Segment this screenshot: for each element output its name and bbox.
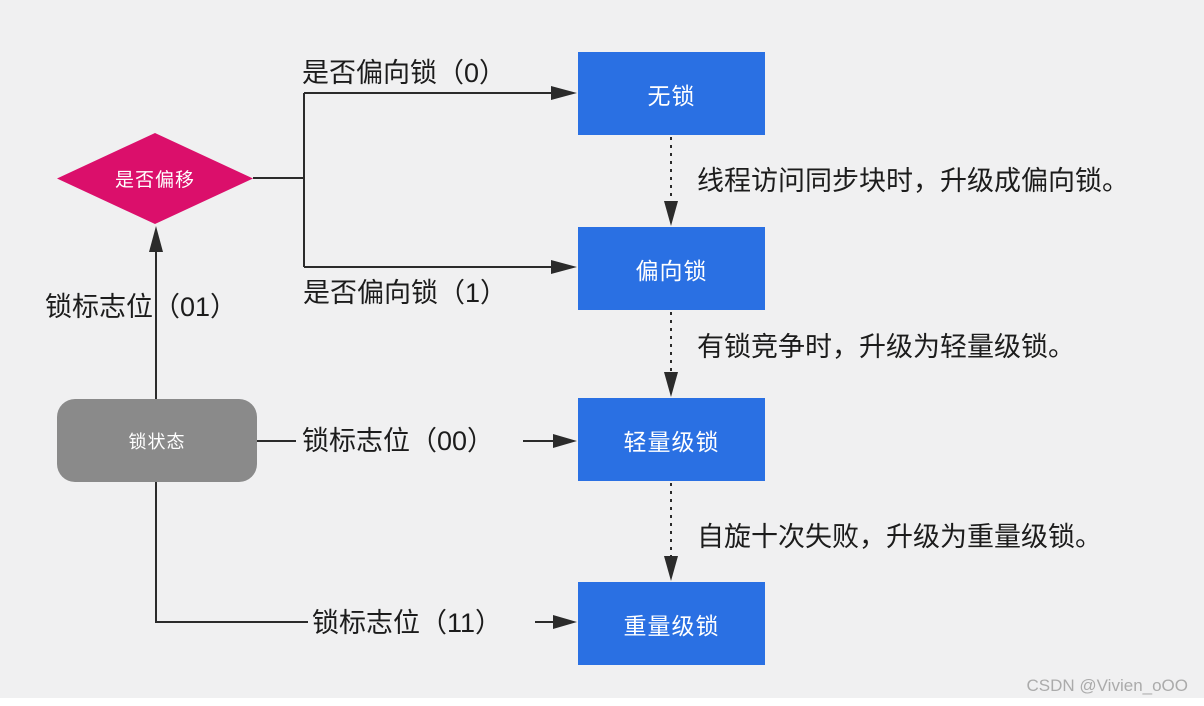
node-lightweight-lock: 轻量级锁 bbox=[578, 398, 765, 481]
upgrade-note-to-heavyweight: 自旋十次失败，升级为重量级锁。 bbox=[697, 522, 1102, 552]
arrow-up-icon bbox=[149, 226, 163, 252]
node-heavyweight-lock-label: 重量级锁 bbox=[623, 612, 720, 639]
upgrade-note-to-lightweight: 有锁竞争时，升级为轻量级锁。 bbox=[697, 332, 1075, 362]
arrow-right-icon bbox=[551, 86, 577, 100]
edge-flag11-path bbox=[155, 482, 308, 623]
node-heavyweight-lock: 重量级锁 bbox=[578, 582, 765, 665]
edge-label-bias-1: 是否偏向锁（1） bbox=[303, 278, 508, 308]
arrow-right-icon bbox=[551, 260, 577, 274]
node-lightweight-lock-label: 轻量级锁 bbox=[623, 428, 720, 455]
lock-state-label: 锁状态 bbox=[128, 431, 186, 452]
arrow-down-icon bbox=[664, 201, 678, 226]
node-biased-lock-label: 偏向锁 bbox=[635, 257, 708, 284]
edge-label-flag-00: 锁标志位（00） bbox=[302, 426, 495, 456]
arrow-down-icon bbox=[664, 556, 678, 581]
arrow-right-icon bbox=[553, 434, 577, 448]
node-biased-lock: 偏向锁 bbox=[578, 227, 765, 310]
lock-state-node: 锁状态 bbox=[57, 399, 257, 482]
edge-label-flag-11: 锁标志位（11） bbox=[312, 608, 503, 638]
arrow-right-icon bbox=[553, 615, 577, 629]
edge-label-bias-0: 是否偏向锁（0） bbox=[302, 58, 507, 88]
csdn-watermark: CSDN @Vivien_oOO bbox=[1026, 676, 1189, 695]
edge-label-flag-01: 锁标志位（01） bbox=[45, 292, 238, 322]
bottom-white-strip bbox=[0, 698, 1204, 706]
decision-node-bias-check: 是否偏移 bbox=[57, 133, 253, 224]
node-no-lock: 无锁 bbox=[578, 52, 765, 135]
arrow-down-icon bbox=[664, 372, 678, 397]
node-no-lock-label: 无锁 bbox=[647, 82, 696, 109]
upgrade-note-to-biased: 线程访问同步块时，升级成偏向锁。 bbox=[697, 166, 1129, 196]
decision-node-label: 是否偏移 bbox=[114, 170, 195, 191]
